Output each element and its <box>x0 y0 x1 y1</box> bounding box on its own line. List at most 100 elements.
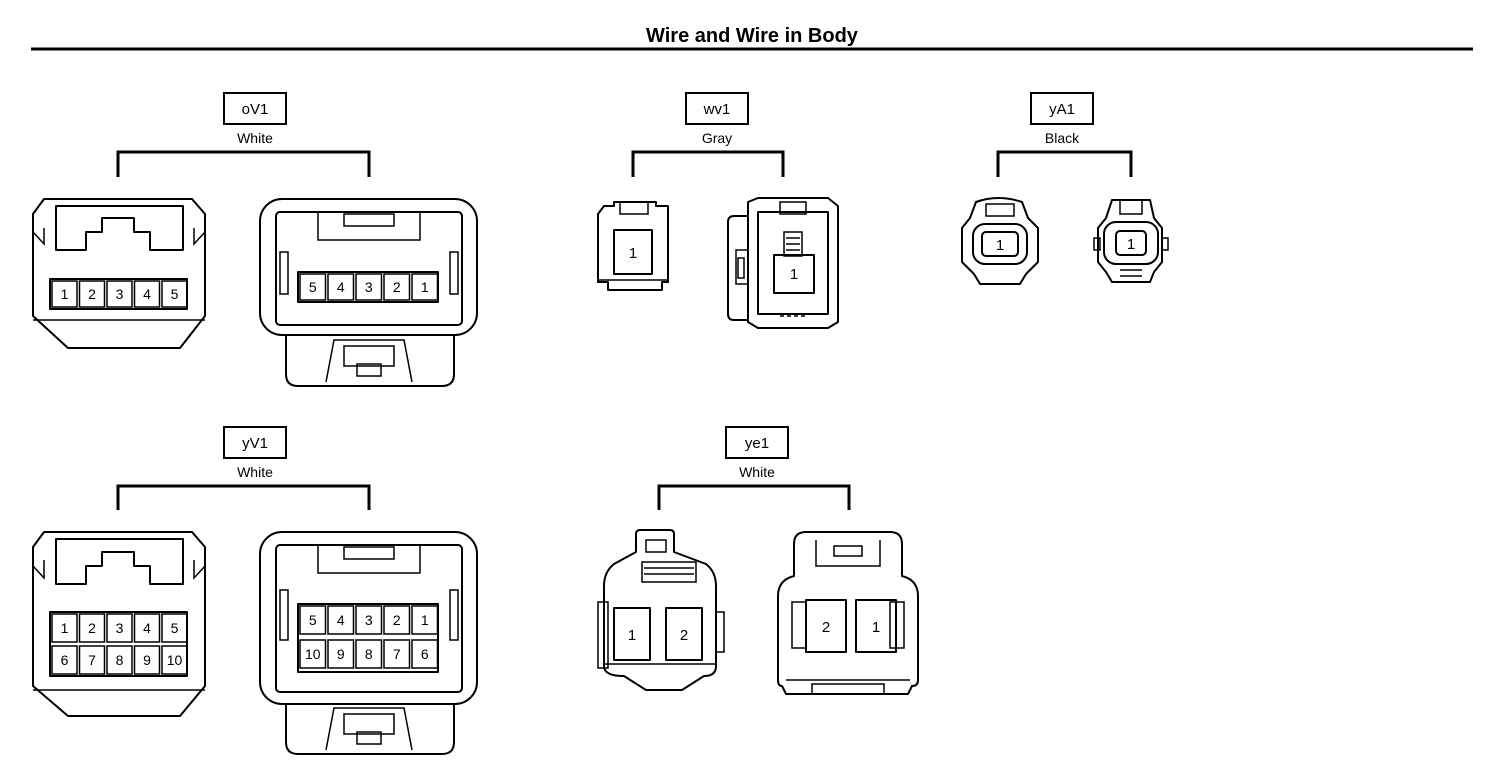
connector-ye1: ye1 White 1 2 <box>597 426 919 695</box>
female-connector: 5 4 3 2 1 10 9 8 7 6 <box>259 531 478 755</box>
pin-cavity <box>327 273 355 301</box>
connector-yA1: yA1 Black 1 1 <box>961 92 1169 285</box>
connector-code-box <box>1030 92 1094 125</box>
pin-label: 10 <box>305 646 321 662</box>
pin-label: 4 <box>337 279 345 295</box>
pin-label: 8 <box>116 652 124 668</box>
pin-cavity <box>327 605 355 635</box>
connector-code-box <box>685 92 749 125</box>
male-connector: 1 2 3 4 5 6 7 8 9 10 <box>32 531 206 717</box>
pin-label: 1 <box>421 612 429 628</box>
pin-cavity <box>51 280 78 308</box>
pin-cavity <box>299 639 327 669</box>
pin-label: 3 <box>365 612 373 628</box>
pin-cavity <box>106 280 133 308</box>
pin-cavity <box>383 273 411 301</box>
pin-label: 6 <box>61 652 69 668</box>
pin-label: 2 <box>822 619 830 636</box>
pin-label: 1 <box>629 245 637 262</box>
pin-label: 1 <box>790 266 798 283</box>
connector-code-box <box>725 426 789 459</box>
pin-label: 1 <box>872 619 880 636</box>
pairing-bracket <box>631 150 785 177</box>
pin-cavity <box>355 639 383 669</box>
pin-label: 2 <box>393 612 401 628</box>
pin-cavity <box>51 613 78 643</box>
pin-label: 1 <box>628 627 636 644</box>
connector-code-box <box>223 426 287 459</box>
pin-label: 5 <box>171 286 179 302</box>
pin-cavity <box>161 280 188 308</box>
connector-yV1: yV1 White 1 2 3 4 5 6 7 8 9 10 5 4 3 2 1 10 9 8 7 6 <box>32 426 478 755</box>
pin-label: 1 <box>61 620 69 636</box>
pin-label: 1 <box>421 279 429 295</box>
pin-cavity <box>106 645 133 675</box>
pin-cavity <box>106 613 133 643</box>
pin-label: 5 <box>171 620 179 636</box>
connector-code: yV1 <box>242 435 268 452</box>
pin-cavity <box>411 273 439 301</box>
connector-code: wv1 <box>703 101 731 118</box>
pin-label: 1 <box>61 286 69 302</box>
pin-cavity <box>78 645 106 675</box>
pin-cavity <box>78 280 106 308</box>
pin-label: 3 <box>116 286 124 302</box>
pin-label: 9 <box>337 646 345 662</box>
pin-label: 1 <box>996 237 1004 254</box>
male-connector: 1 <box>961 197 1039 285</box>
connector-oV1: oV1 White 1 2 3 4 5 5 4 3 2 1 <box>32 92 478 387</box>
pin-label: 2 <box>680 627 688 644</box>
connector-code-box <box>223 92 287 125</box>
pin-cavity <box>133 280 161 308</box>
pin-cavity <box>299 605 327 635</box>
pairing-bracket <box>116 150 371 177</box>
pin-label: 4 <box>143 620 151 636</box>
connector-color: White <box>739 464 775 480</box>
pin-label: 9 <box>143 652 151 668</box>
pairing-bracket <box>116 484 371 510</box>
connector-wv1: wv1 Gray 1 1 <box>597 92 839 329</box>
pin-cavity <box>411 639 439 669</box>
pairing-bracket <box>657 484 851 510</box>
male-connector: 1 2 <box>597 529 725 691</box>
pin-cavity <box>161 645 188 675</box>
connector-code: ye1 <box>745 435 769 452</box>
pin-label: 2 <box>393 279 401 295</box>
pin-cavity <box>161 613 188 643</box>
female-connector: 5 4 3 2 1 <box>259 198 478 387</box>
male-connector: 1 2 3 4 5 <box>32 198 206 349</box>
female-connector: 2 1 <box>777 531 919 695</box>
pin-label: 4 <box>337 612 345 628</box>
pin-label: 3 <box>116 620 124 636</box>
pin-label: 1 <box>1127 236 1135 253</box>
pin-cavity <box>327 639 355 669</box>
connector-color: Gray <box>702 130 732 146</box>
connector-code: oV1 <box>242 101 269 118</box>
pin-label: 2 <box>88 620 96 636</box>
connector-code: yA1 <box>1049 101 1075 118</box>
pin-cavity <box>133 613 161 643</box>
pin-label: 8 <box>365 646 373 662</box>
pin-label: 5 <box>309 612 317 628</box>
pin-cavity <box>355 273 383 301</box>
pin-label: 10 <box>167 652 183 668</box>
connector-color: Black <box>1045 130 1080 146</box>
pin-cavity <box>383 639 411 669</box>
pin-label: 3 <box>365 279 373 295</box>
pin-cavity <box>383 605 411 635</box>
pin-label: 4 <box>143 286 151 302</box>
female-connector: 1 <box>1093 199 1169 283</box>
pin-cavity <box>411 605 439 635</box>
connector-color: White <box>237 130 273 146</box>
page-title: Wire and Wire in Body <box>646 25 859 47</box>
pin-label: 7 <box>88 652 96 668</box>
pin-label: 7 <box>393 646 401 662</box>
pin-label: 6 <box>421 646 429 662</box>
pin-label: 5 <box>309 279 317 295</box>
male-connector: 1 <box>597 201 669 291</box>
connector-color: White <box>237 464 273 480</box>
female-connector: 1 <box>727 197 839 329</box>
pin-cavity <box>133 645 161 675</box>
pin-label: 2 <box>88 286 96 302</box>
